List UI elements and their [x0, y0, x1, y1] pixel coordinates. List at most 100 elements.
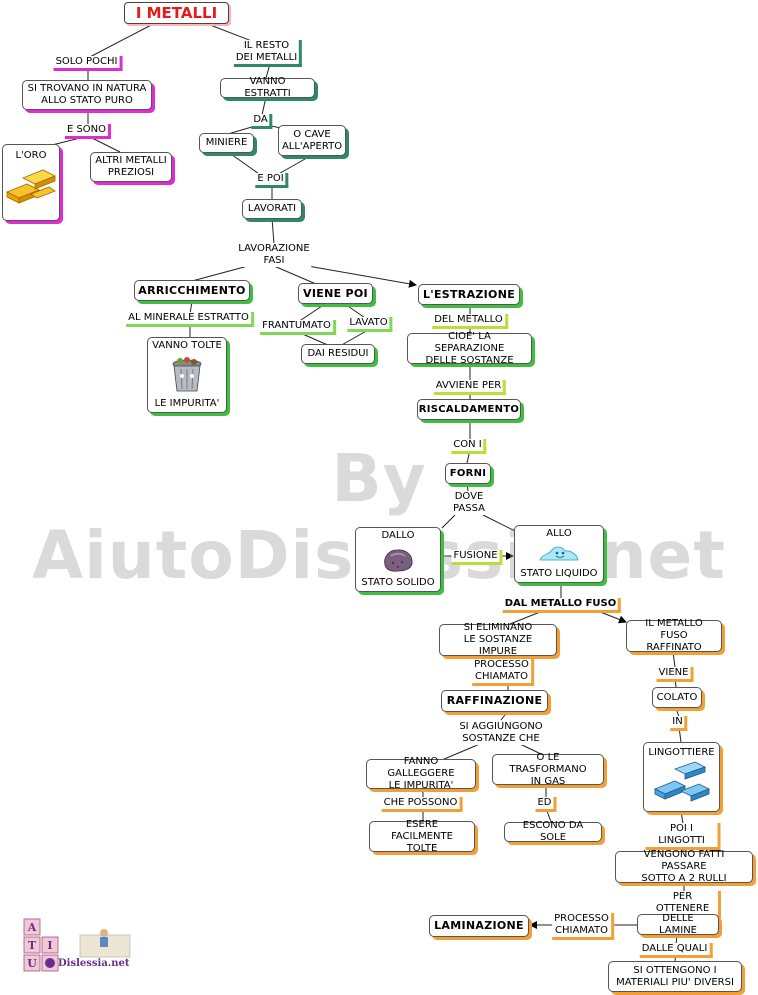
node-lingottiere[interactable]: LINGOTTIERE: [643, 742, 720, 812]
label-che-possono: CHE POSSONO: [381, 797, 463, 812]
svg-text:U: U: [27, 957, 37, 970]
node-raffinazione-text: RAFFINAZIONE: [446, 694, 543, 707]
label-per-ottenere: PER OTTENERE: [647, 891, 721, 918]
node-galleggere-text: FANNO GALLEGGERE LE IMPURITA': [387, 756, 455, 791]
node-estrazione[interactable]: L'ESTRAZIONE: [418, 284, 520, 305]
node-miniere[interactable]: MINIERE: [199, 133, 254, 153]
node-allo-bottom: STATO LIQUIDO: [520, 568, 598, 579]
node-forni[interactable]: FORNI: [445, 463, 491, 484]
label-dove-passa: DOVE PASSA: [451, 491, 487, 515]
label-da: DA: [251, 114, 273, 129]
label-lavorazione-fasi: LAVORAZIONE FASI: [236, 243, 312, 267]
node-escono-text: ESCONO DA SOLE: [522, 820, 584, 843]
aiutodislessia-logo: A T U I: [23, 918, 131, 972]
node-cave[interactable]: O CAVE ALL'APERTO: [278, 125, 346, 156]
node-galleggere[interactable]: FANNO GALLEGGERE LE IMPURITA': [366, 756, 476, 791]
node-altri-metalli-text: ALTRI METALLI PREZIOSI: [95, 155, 167, 178]
node-lingottiere-text: LINGOTTIERE: [648, 747, 715, 758]
title-text: I METALLI: [135, 4, 218, 22]
node-dai-residui-text: DAI RESIDUI: [307, 348, 369, 359]
label-solo-pochi: SOLO POCHI: [53, 56, 123, 71]
node-lavorati[interactable]: LAVORATI: [242, 199, 302, 219]
title-node[interactable]: I METALLI: [124, 2, 229, 24]
node-allo[interactable]: ALLO STATO LIQUIDO: [514, 525, 604, 583]
node-dallo-top: DALLO: [381, 530, 415, 541]
node-eliminano[interactable]: SI ELIMINANO LE SOSTANZE IMPURE: [439, 622, 557, 657]
label-e-sono: E SONO: [64, 124, 112, 139]
node-vanno-tolte-bottom: LE IMPURITA': [154, 398, 220, 409]
node-raffinazione[interactable]: RAFFINAZIONE: [441, 690, 548, 712]
label-si-aggiungono: SI AGGIUNGONO SOSTANZE CHE: [457, 721, 545, 745]
node-lavorati-text: LAVORATI: [247, 203, 297, 214]
label-dalle-quali: DALLE QUALI: [639, 943, 713, 958]
node-esere-tolte-text: ESERE FACILMENTE TOLTE: [391, 818, 453, 854]
node-esere-tolte[interactable]: ESERE FACILMENTE TOLTE: [369, 818, 475, 854]
node-escono[interactable]: ESCONO DA SOLE: [504, 820, 602, 843]
node-vanno-tolte[interactable]: VANNO TOLTE LE IMPURITA': [147, 337, 227, 413]
label-in: IN: [670, 716, 688, 731]
label-viene: VIENE: [656, 667, 694, 682]
node-arricchimento[interactable]: ARRICCHIMENTO: [134, 280, 250, 301]
svg-text:A: A: [27, 921, 37, 934]
node-laminazione[interactable]: LAMINAZIONE: [429, 915, 529, 937]
node-dallo[interactable]: DALLO STATO SOLIDO: [355, 527, 441, 592]
node-lamine[interactable]: DELLE LAMINE: [637, 912, 719, 936]
node-natura[interactable]: SI TROVANO IN NATURA ALLO STATO PURO: [22, 80, 152, 110]
node-materiali[interactable]: SI OTTENGONO I MATERIALI PIU' DIVERSI: [608, 961, 742, 992]
trash-can-icon: [172, 357, 202, 392]
node-rulli-text: VENGONO FATTI PASSARE SOTTO A 2 RULLI: [641, 849, 727, 884]
node-rulli[interactable]: VENGONO FATTI PASSARE SOTTO A 2 RULLI: [615, 849, 753, 884]
node-vanno-tolte-top: VANNO TOLTE: [152, 340, 222, 351]
label-lavato: LAVATO: [347, 317, 393, 332]
node-laminazione-text: LAMINAZIONE: [434, 919, 524, 932]
node-vanno-estratti-text: VANNO ESTRATTI: [244, 76, 291, 99]
label-frantumato: FRANTUMATO: [260, 320, 336, 335]
svg-text:T: T: [28, 939, 37, 952]
node-colato-text: COLATO: [656, 691, 698, 703]
gold-bars-icon: [6, 169, 56, 204]
label-dal-metallo-fuso: DAL METALLO FUSO: [502, 598, 622, 613]
node-forni-text: FORNI: [449, 467, 487, 479]
node-dai-residui[interactable]: DAI RESIDUI: [301, 344, 375, 364]
node-dallo-bottom: STATO SOLIDO: [361, 577, 435, 588]
node-cave-text: O CAVE ALL'APERTO: [281, 128, 343, 152]
node-vanno-estratti[interactable]: VANNO ESTRATTI: [220, 76, 315, 99]
svg-text:I: I: [47, 939, 52, 952]
node-metallo-raffinato[interactable]: IL METALLO FUSO RAFFINATO: [626, 618, 722, 653]
node-separazione-text: CIOE' LA SEPARAZIONE DELLE SOSTANZE: [425, 330, 514, 366]
label-processo-chiamato-2: PROCESSO CHIAMATO: [552, 913, 614, 940]
node-materiali-text: SI OTTENGONO I MATERIALI PIU' DIVERSI: [616, 964, 734, 988]
label-il-resto: IL RESTO DEI METALLI: [233, 40, 303, 67]
node-metallo-raffinato-text: IL METALLO FUSO RAFFINATO: [645, 618, 703, 653]
rock-icon: [384, 549, 413, 572]
label-ed: ED: [535, 797, 557, 812]
node-separazione[interactable]: CIOE' LA SEPARAZIONE DELLE SOSTANZE: [407, 330, 532, 366]
node-eliminano-text: SI ELIMINANO LE SOSTANZE IMPURE: [463, 622, 533, 657]
label-avviene-per: AVVIENE PER: [433, 380, 507, 395]
node-viene-poi-text: VIENE POI: [303, 286, 368, 300]
node-trasformano-text: O LE TRASFORMANO IN GAS: [509, 751, 587, 787]
node-riscaldamento-text: RISCALDAMENTO: [418, 403, 520, 415]
label-poi-i-lingotti: POI I LINGOTTI: [645, 823, 721, 850]
label-fusione: FUSIONE: [451, 550, 503, 565]
node-allo-top: ALLO: [546, 528, 572, 539]
node-riscaldamento[interactable]: RISCALDAMENTO: [417, 399, 521, 420]
label-con-i: CON I: [451, 439, 487, 454]
node-altri-metalli[interactable]: ALTRI METALLI PREZIOSI: [90, 152, 172, 182]
label-al-minerale: AL MINERALE ESTRATTO: [126, 312, 254, 327]
node-colato[interactable]: COLATO: [652, 687, 702, 708]
node-oro[interactable]: L'ORO: [2, 144, 60, 221]
node-trasformano[interactable]: O LE TRASFORMANO IN GAS: [492, 751, 604, 787]
node-estrazione-text: L'ESTRAZIONE: [422, 287, 516, 301]
node-miniere-text: MINIERE: [205, 137, 248, 148]
label-e-poi: E POI: [255, 173, 289, 188]
label-del-metallo: DEL METALLO: [432, 314, 508, 329]
node-oro-text: L'ORO: [15, 150, 47, 161]
node-viene-poi[interactable]: VIENE POI: [298, 283, 373, 304]
node-arricchimento-text: ARRICCHIMENTO: [138, 283, 246, 297]
label-processo-chiamato: PROCESSO CHIAMATO: [472, 659, 534, 686]
logo-text: Dislessia.net: [58, 958, 130, 969]
node-lamine-text: DELLE LAMINE: [658, 912, 698, 936]
liquid-drop-icon: [539, 546, 579, 561]
